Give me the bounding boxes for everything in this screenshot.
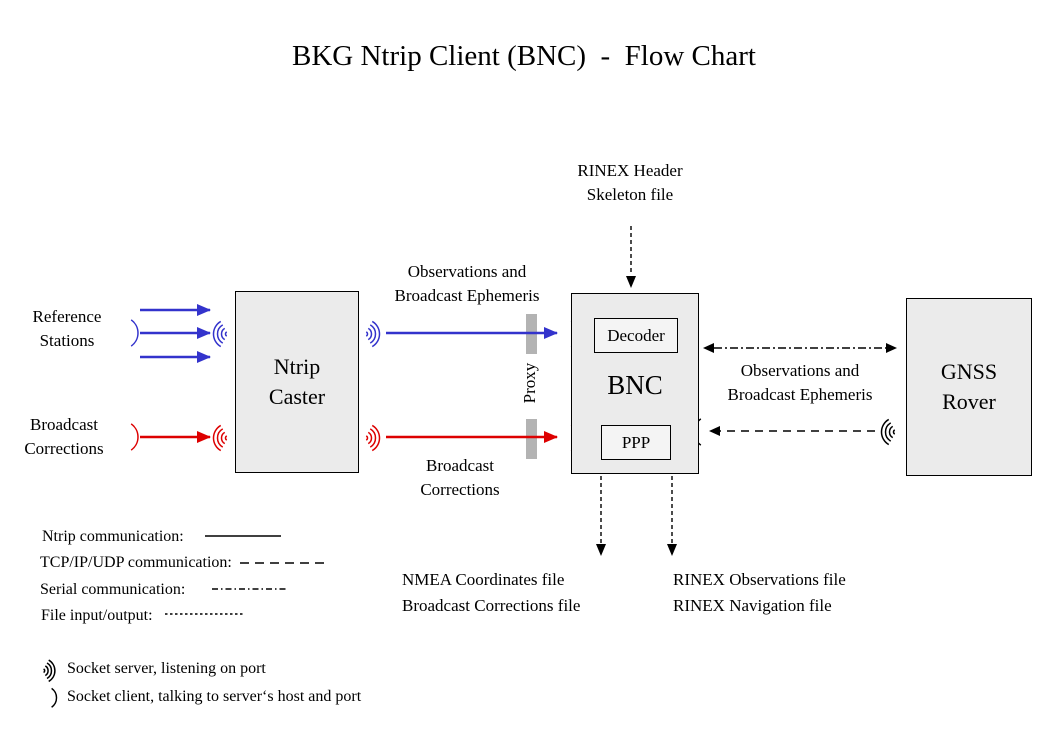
- tcp-comm-arrow: [709, 426, 875, 436]
- proxy-bar-bottom: [526, 419, 537, 459]
- decoder-label: Decoder: [607, 325, 665, 345]
- socket-server-icon-caster-in-red: [212, 424, 228, 452]
- socket-server-icon-caster-out-red: [365, 424, 381, 452]
- broadcast-corrections-stream-label: Broadcast Corrections: [420, 456, 500, 499]
- broadcast-corrections-label: Broadcast Corrections: [24, 415, 104, 458]
- legend-file-label: File input/output:: [41, 607, 153, 624]
- decoder-box: Decoder: [594, 318, 678, 353]
- gnss-rover-label: GNSS Rover: [940, 359, 998, 414]
- socket-client-legend-icon: [51, 687, 58, 708]
- ppp-label: PPP: [621, 432, 651, 452]
- socket-server-legend-label: Socket server, listening on port: [67, 660, 266, 677]
- socket-client-icon-refstations: [130, 319, 139, 347]
- socket-server-icon-caster-out-blue: [365, 320, 381, 348]
- bnc-output-arrows: [596, 476, 677, 556]
- page-title: BKG Ntrip Client (BNC) - Flow Chart: [292, 40, 756, 72]
- observations-ephemeris-rover-label: Observations and Broadcast Ephemeris: [727, 361, 873, 404]
- node-ntrip-caster: Ntrip Caster: [235, 291, 359, 473]
- nmea-outputs-label: NMEA Coordinates file Broadcast Correcti…: [402, 570, 581, 615]
- bnc-label: BNC: [607, 370, 663, 400]
- ntrip-caster-label: Ntrip Caster: [268, 354, 326, 409]
- reference-stations-label: Reference Stations: [32, 307, 102, 350]
- legend-tcp-label: TCP/IP/UDP communication:: [40, 554, 232, 571]
- socket-server-icon-caster-in-blue: [212, 320, 228, 348]
- rinex-outputs-label: RINEX Observations file RINEX Navigation…: [673, 570, 846, 615]
- socket-client-legend-label: Socket client, talking to server‘s host …: [67, 688, 362, 705]
- ppp-box: PPP: [601, 425, 671, 460]
- rinex-skeleton-arrow: [626, 226, 636, 288]
- serial-comm-arrow: [703, 343, 897, 353]
- observations-ephemeris-upstream-label: Observations and Broadcast Ephemeris: [394, 262, 540, 305]
- socket-server-legend-icon: [43, 659, 56, 683]
- socket-client-icon-corrections: [130, 423, 139, 451]
- reference-station-arrows: [140, 304, 211, 363]
- legend-ntrip-label: Ntrip communication:: [42, 528, 184, 545]
- proxy-label: Proxy: [520, 362, 539, 404]
- rinex-header-skeleton-label: RINEX Header Skeleton file: [577, 161, 683, 204]
- socket-server-icon-rover: [880, 418, 896, 446]
- node-gnss-rover: GNSS Rover: [906, 298, 1032, 476]
- node-bnc: Decoder BNC PPP: [571, 293, 699, 474]
- legend-serial-label: Serial communication:: [40, 581, 186, 598]
